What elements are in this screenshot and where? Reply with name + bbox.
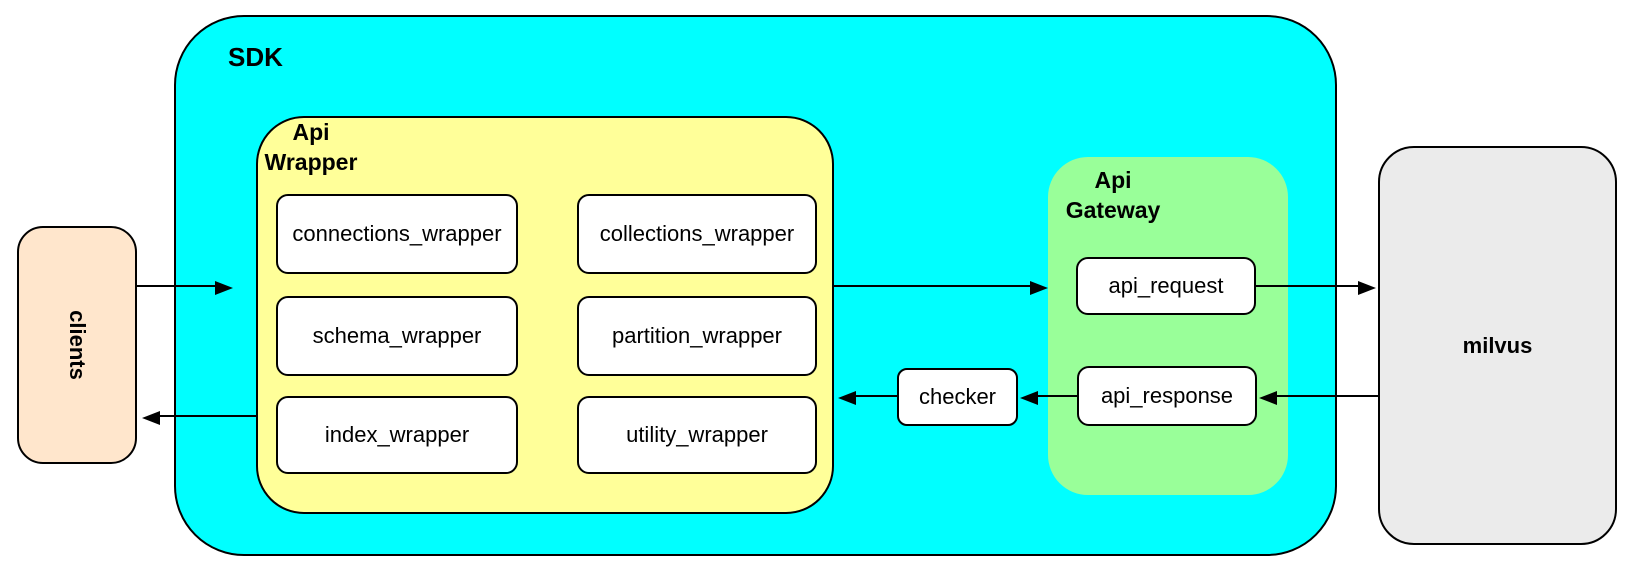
node-api-request: api_request (1076, 257, 1256, 315)
api-wrapper-label: Api Wrapper (258, 118, 364, 178)
node-milvus: milvus (1378, 146, 1617, 545)
api-gateway-label: Api Gateway (1053, 166, 1173, 226)
sdk-label: SDK (228, 42, 283, 72)
container-api-gateway (1048, 157, 1288, 495)
arrowhead-left-icon (1259, 391, 1277, 405)
arrow-clients-to-sdk (137, 281, 233, 295)
node-connections-wrapper: connections_wrapper (276, 194, 518, 274)
clients-label: clients (64, 310, 90, 380)
arrowhead-right-icon (1358, 281, 1376, 295)
node-api-response: api_response (1077, 366, 1257, 426)
node-checker: checker (897, 368, 1018, 426)
api-gateway-label-line1: Api (1094, 167, 1132, 193)
arrowhead-left-icon (1020, 391, 1038, 405)
arrow-apiresponse-to-checker (1020, 391, 1077, 405)
arrow-apiwrapper-to-clients (142, 411, 256, 425)
arrowhead-left-icon (838, 391, 856, 405)
arrow-checker-to-apiwrapper (838, 391, 897, 405)
arrowhead-right-icon (215, 281, 233, 295)
api-wrapper-label-line1: Api (292, 119, 330, 145)
node-collections-wrapper: collections_wrapper (577, 194, 817, 274)
api-wrapper-label-line2: Wrapper (264, 148, 358, 175)
node-partition-wrapper: partition_wrapper (577, 296, 817, 376)
node-schema-wrapper: schema_wrapper (276, 296, 518, 376)
node-index-wrapper: index_wrapper (276, 396, 518, 474)
arrowhead-left-icon (142, 411, 160, 425)
arrow-apiwrapper-to-apigateway (834, 281, 1048, 295)
node-utility-wrapper: utility_wrapper (577, 396, 817, 474)
arrow-milvus-to-apiresponse (1259, 391, 1378, 405)
arrowhead-right-icon (1030, 281, 1048, 295)
arrow-apirequest-to-milvus (1256, 281, 1376, 295)
api-gateway-label-line2: Gateway (1065, 196, 1161, 223)
node-clients: clients (17, 226, 137, 464)
